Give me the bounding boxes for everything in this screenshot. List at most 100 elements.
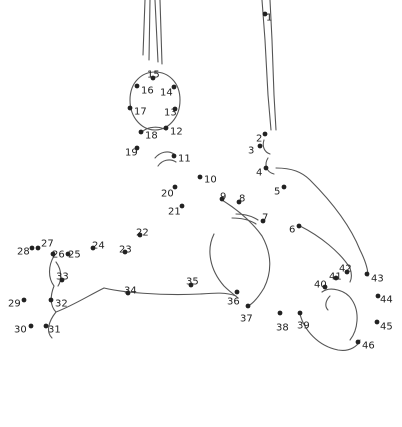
dot-marker [137, 232, 143, 238]
dot-number-label: 22 [136, 228, 149, 239]
dot-marker [29, 245, 35, 251]
dot-marker [263, 165, 269, 171]
dot-marker [374, 319, 380, 325]
dot-point: 7 [260, 213, 268, 224]
dot-number-label: 33 [56, 272, 69, 283]
numbered-dots: 1234567891011121314151617181920212223242… [8, 11, 393, 352]
dot-number-label: 11 [178, 154, 191, 165]
dot-marker [90, 245, 96, 251]
dot-point: 32 [48, 297, 68, 310]
dot-point: 31 [43, 323, 61, 336]
dot-number-label: 44 [380, 295, 393, 306]
dot-marker [234, 289, 240, 295]
dot-number-label: 4 [256, 168, 262, 179]
dot-number-label: 42 [339, 264, 352, 275]
dot-number-label: 17 [134, 107, 147, 118]
dot-number-label: 16 [141, 86, 154, 97]
dot-number-label: 29 [8, 299, 21, 310]
dot-point: 23 [119, 245, 132, 256]
dot-marker [260, 218, 266, 224]
dot-number-label: 34 [124, 286, 137, 297]
dot-number-label: 3 [248, 146, 254, 157]
dot-number-label: 36 [227, 297, 240, 308]
dot-marker [236, 199, 242, 205]
dot-point: 28 [17, 245, 35, 258]
dot-number-label: 26 [52, 250, 65, 261]
dot-marker [127, 105, 133, 111]
dot-point: 45 [374, 319, 393, 333]
dot-marker [171, 153, 177, 159]
dot-number-label: 6 [289, 225, 295, 236]
dot-number-label: 40 [314, 280, 327, 291]
dot-point: 21 [168, 203, 185, 218]
dot-number-label: 46 [362, 341, 375, 352]
dot-marker [122, 249, 128, 255]
dot-marker [134, 83, 140, 89]
dot-point: 20 [161, 184, 178, 200]
dot-point: 17 [127, 105, 147, 118]
dot-point: 2 [256, 131, 268, 145]
dot-marker [322, 284, 328, 290]
dot-marker [197, 174, 203, 180]
dot-point: 5 [274, 184, 287, 198]
dot-number-label: 24 [92, 241, 105, 252]
dot-point: 24 [90, 241, 105, 252]
dot-marker [344, 269, 350, 275]
dot-point: 39 [297, 310, 310, 332]
dot-number-label: 15 [147, 70, 160, 81]
dot-number-label: 5 [274, 187, 280, 198]
dot-number-label: 38 [276, 323, 289, 334]
dot-number-label: 37 [240, 314, 253, 325]
dot-number-label: 23 [119, 245, 132, 256]
dot-point: 29 [8, 297, 27, 310]
dot-number-label: 43 [371, 274, 384, 285]
dot-point: 1 [262, 11, 272, 24]
dot-marker [219, 196, 225, 202]
dot-point: 46 [355, 339, 375, 352]
dot-marker [179, 203, 185, 209]
dot-number-label: 13 [164, 108, 177, 119]
dot-point: 12 [163, 125, 183, 138]
dot-marker [163, 125, 169, 131]
dot-point: 41 [329, 272, 342, 283]
dot-point: 37 [240, 303, 253, 325]
dot-number-label: 41 [329, 272, 342, 283]
dot-point: 25 [65, 250, 81, 261]
dot-number-label: 27 [41, 239, 54, 250]
dot-marker [138, 129, 144, 135]
dot-marker [245, 303, 251, 309]
dot-number-label: 9 [220, 192, 226, 203]
dot-point: 3 [248, 143, 263, 157]
dot-point: 38 [276, 310, 289, 334]
dot-marker [150, 75, 156, 81]
dot-number-label: 1 [266, 13, 272, 24]
dot-marker [277, 310, 283, 316]
dot-point: 14 [160, 84, 177, 99]
dot-point: 6 [289, 223, 302, 236]
dot-point: 36 [227, 289, 240, 308]
dot-marker [281, 184, 287, 190]
dot-marker [21, 297, 27, 303]
dot-point: 42 [339, 264, 352, 275]
dot-marker [59, 277, 65, 283]
dot-marker [364, 271, 370, 277]
dot-point: 43 [364, 271, 384, 285]
dot-number-label: 30 [14, 325, 27, 336]
dot-point: 9 [219, 192, 226, 203]
dot-marker [172, 184, 178, 190]
dot-point: 40 [314, 280, 328, 291]
dot-number-label: 21 [168, 207, 181, 218]
dot-point: 30 [14, 323, 34, 336]
dot-marker [262, 11, 268, 17]
dot-marker [188, 282, 194, 288]
dot-point: 26 [50, 250, 65, 261]
dot-number-label: 20 [161, 189, 174, 200]
dot-number-label: 45 [380, 322, 393, 333]
dot-number-label: 12 [170, 127, 183, 138]
dot-number-label: 8 [239, 194, 245, 205]
dot-point: 16 [134, 83, 154, 97]
dot-marker [257, 143, 263, 149]
dot-number-label: 14 [160, 88, 173, 99]
dot-point: 10 [197, 174, 217, 186]
